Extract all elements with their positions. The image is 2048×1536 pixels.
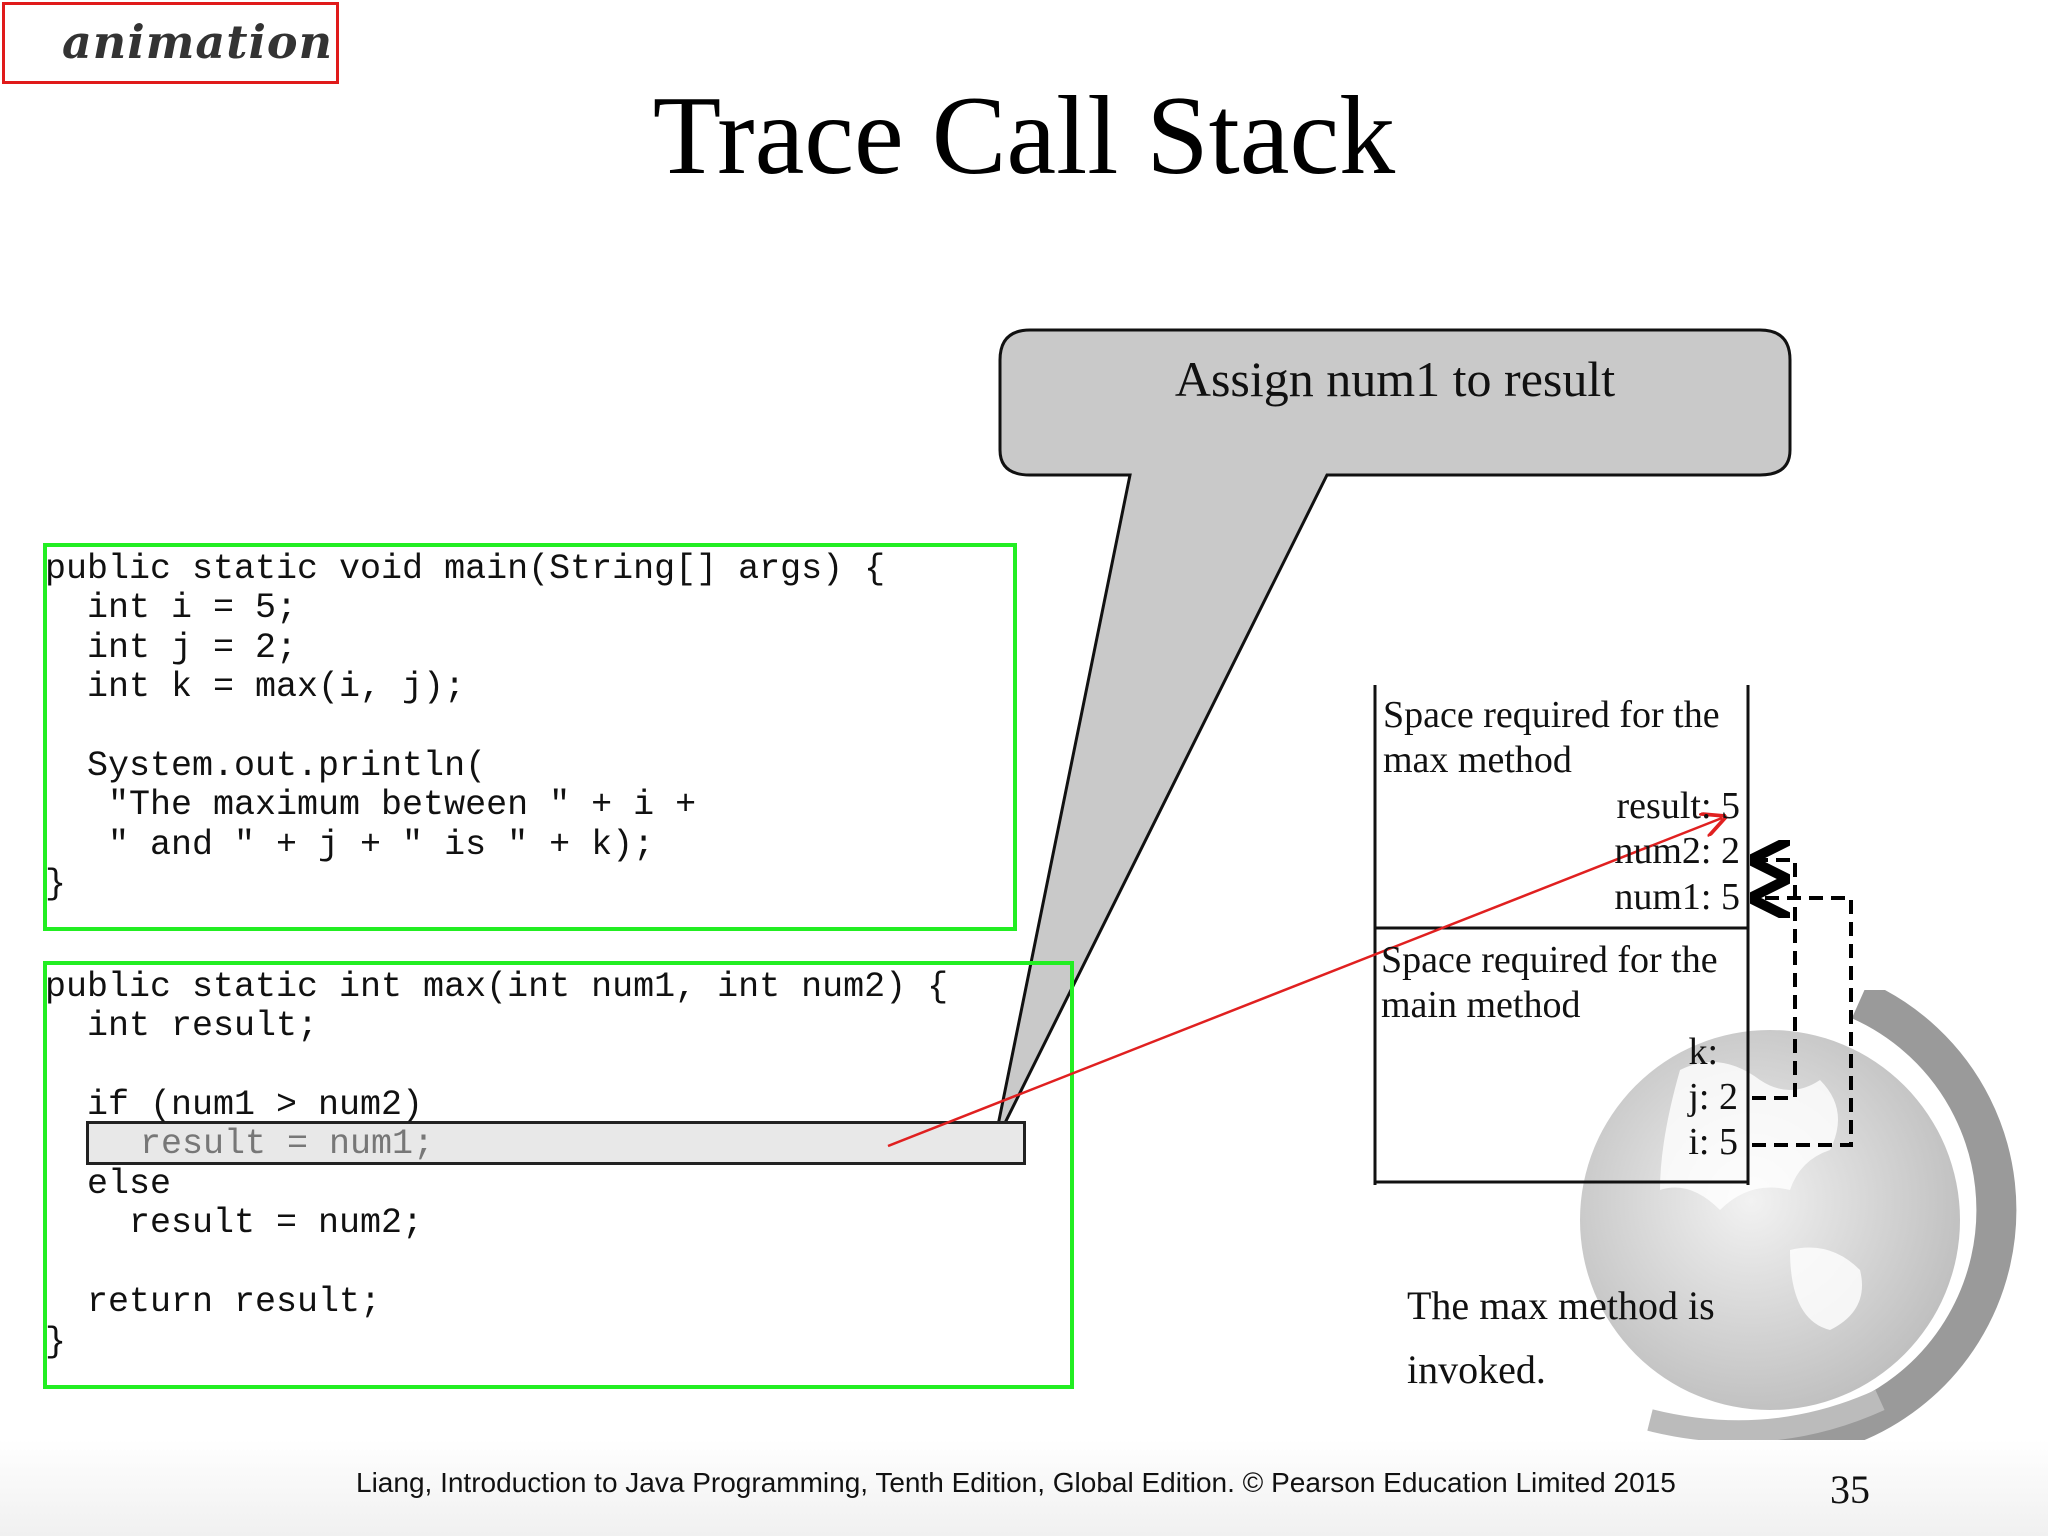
animation-badge-label: animation	[62, 15, 334, 69]
main-frame-i: i: 5	[1688, 1121, 1738, 1163]
red-pointer-line	[887, 818, 1722, 1148]
animation-badge: animation	[2, 2, 339, 84]
main-frame-label-line1: Space required for the	[1381, 939, 1718, 981]
globe-watermark	[1580, 990, 2017, 1461]
footer-text: Liang, Introduction to Java Programming,…	[356, 1467, 1676, 1498]
slide-title: Trace Call Stack	[652, 74, 1396, 198]
callout-text: Assign num1 to result	[1174, 351, 1616, 407]
max-frame-label-line1: Space required for the	[1383, 694, 1720, 736]
caption-line1: The max method is	[1407, 1283, 1715, 1328]
main-method-box	[43, 543, 1017, 931]
highlighted-code-line: result = num1;	[98, 1124, 435, 1164]
main-method-code: public static void main(String[] args) {…	[45, 549, 886, 905]
main-frame-j: j: 2	[1688, 1076, 1738, 1118]
callout-bubble	[992, 328, 1792, 1146]
current-line-highlight	[86, 1121, 1026, 1165]
max-frame-num2: num2: 2	[1614, 830, 1740, 872]
parameter-pass-arrows	[1752, 860, 1853, 1147]
footer-band	[0, 1440, 2048, 1536]
stack-frame-borders	[1373, 685, 1750, 1185]
max-frame-num1: num1: 5	[1614, 876, 1740, 918]
page-number: 35	[1830, 1467, 1870, 1512]
caption-line2: invoked.	[1407, 1347, 1546, 1392]
max-method-box	[43, 961, 1074, 1389]
max-frame-label-line2: max method	[1383, 739, 1572, 781]
main-frame-k: k:	[1688, 1031, 1718, 1073]
caption: The max method is invoked.	[1407, 1274, 1715, 1402]
max-method-code: public static int max(int num1, int num2…	[45, 967, 949, 1362]
max-frame-result: result: 5	[1616, 785, 1740, 827]
main-frame-label-line2: main method	[1381, 984, 1581, 1026]
